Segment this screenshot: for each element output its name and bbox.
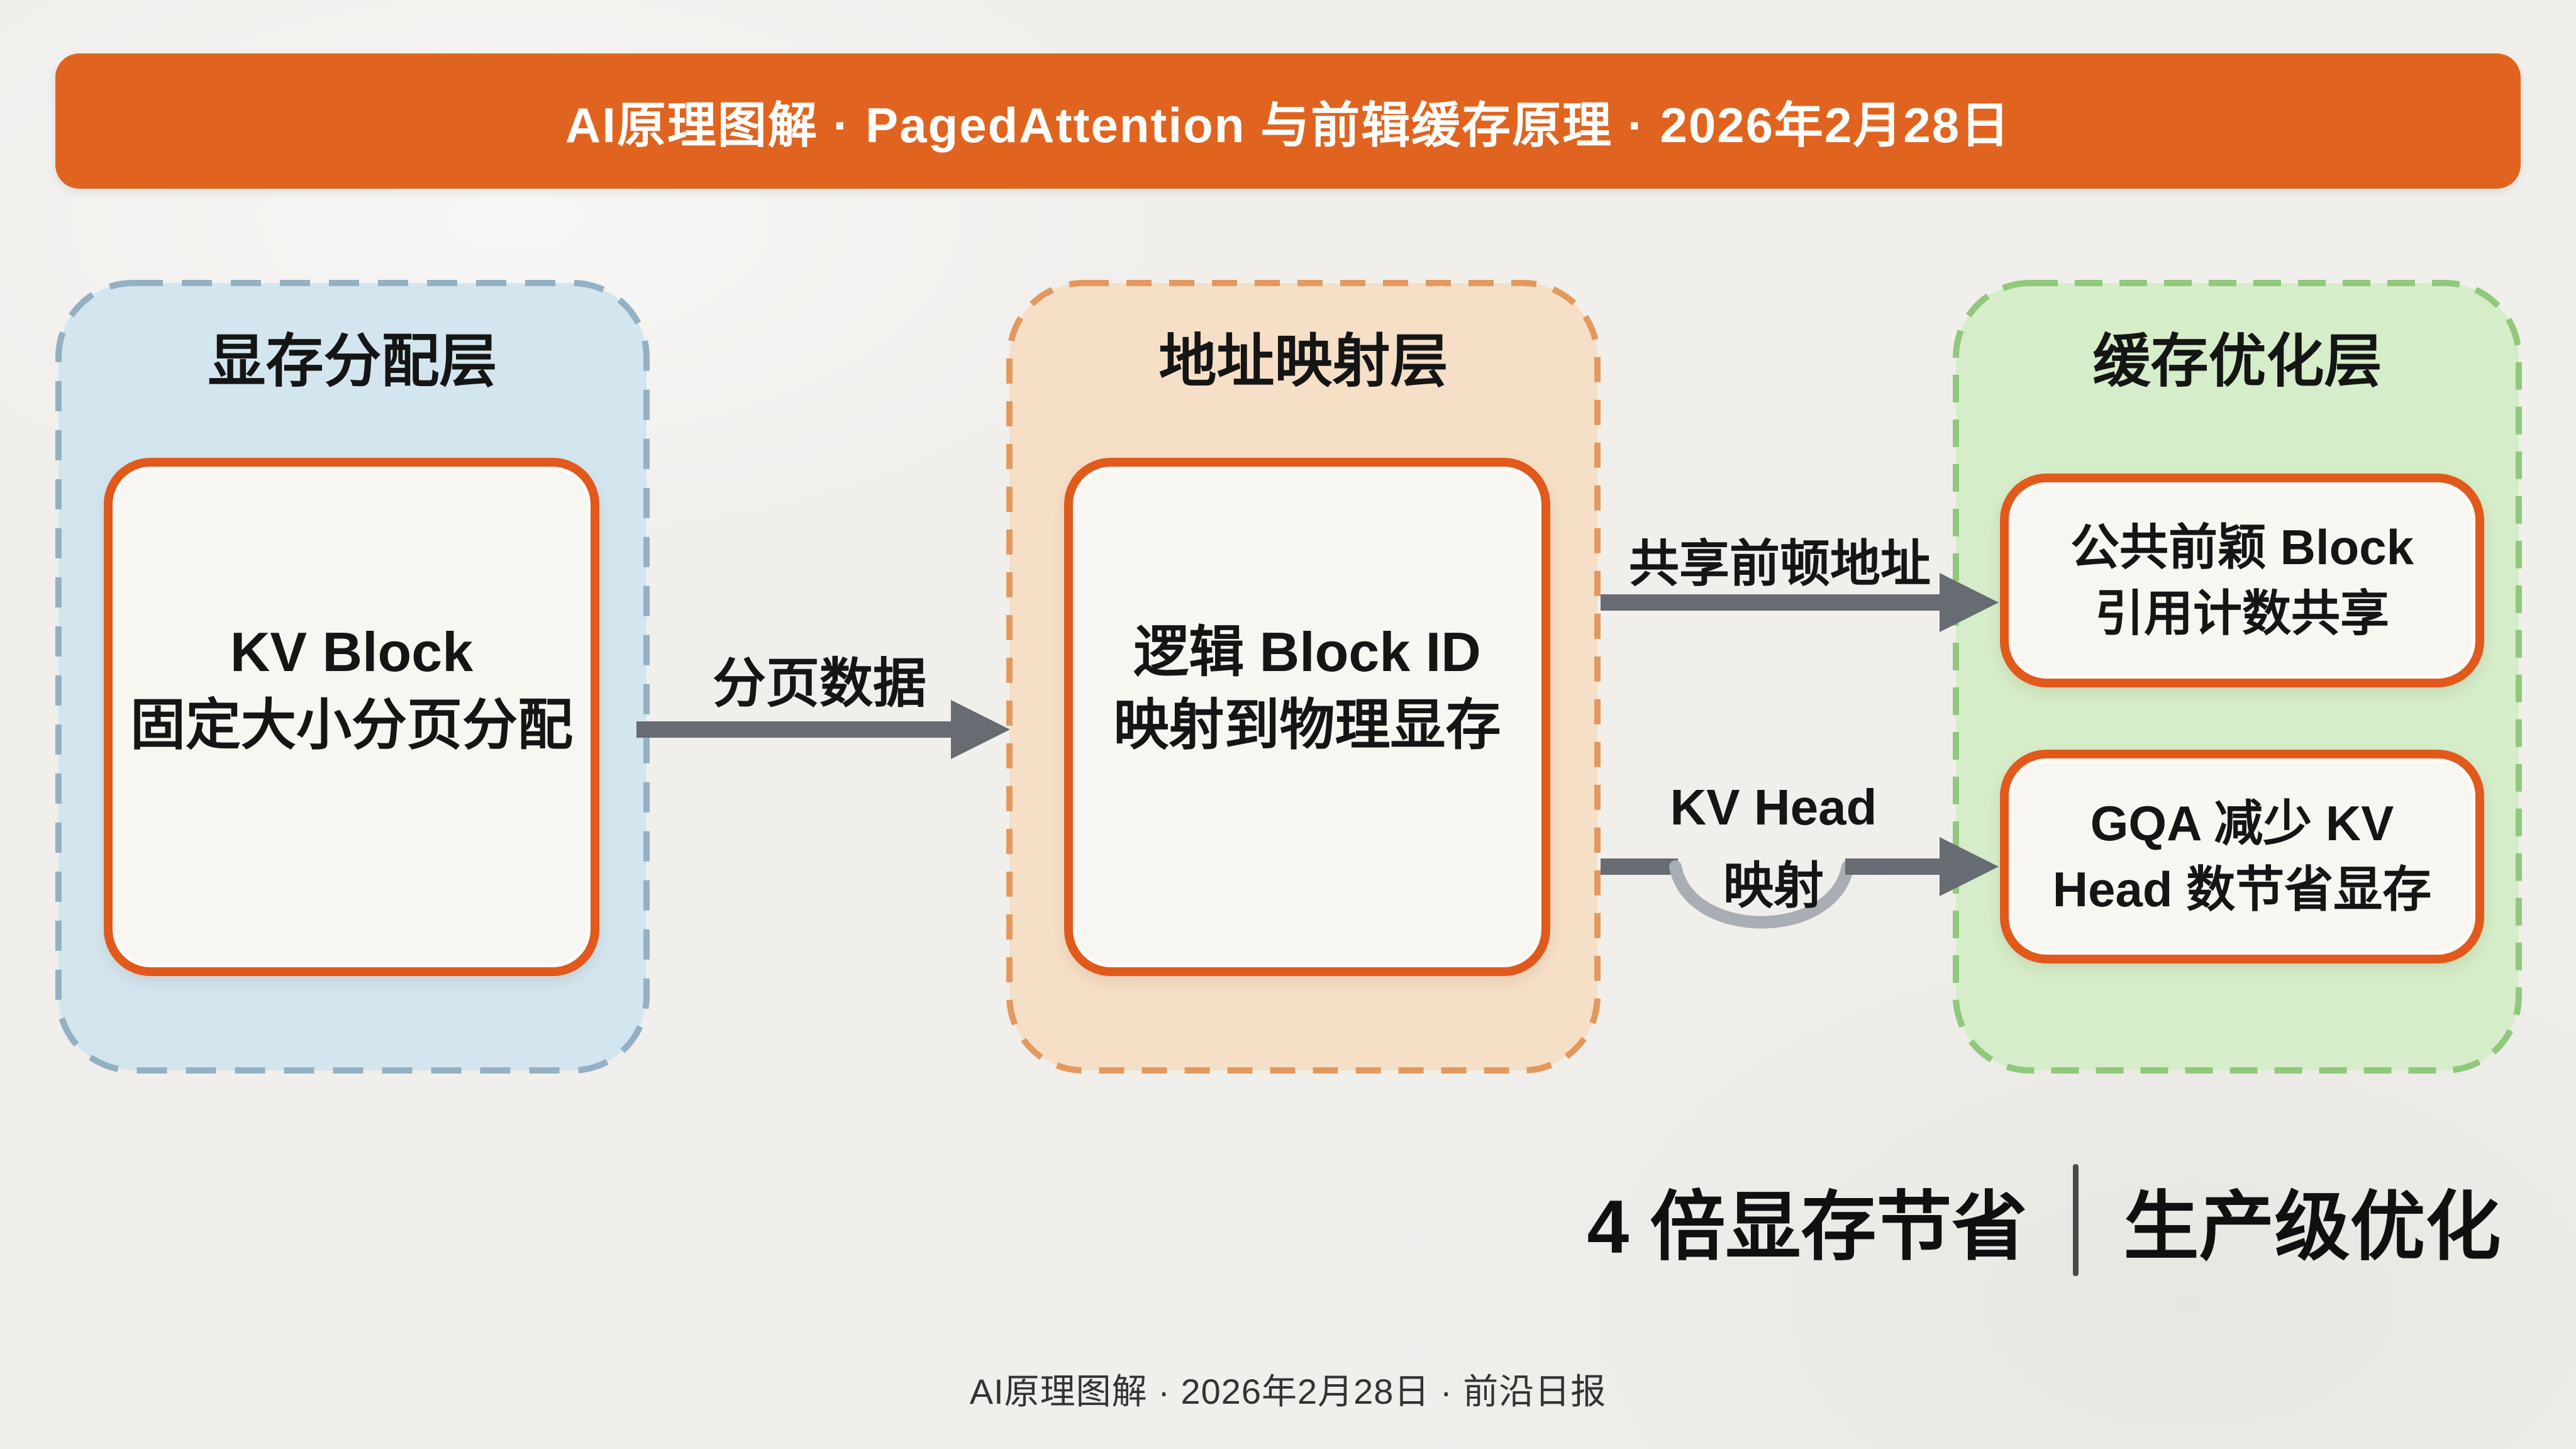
stats-production-grade: 生产级优化: [2123, 1185, 2501, 1269]
kv-head-arrow-label-line2: 映射: [1723, 858, 1824, 914]
logical-block-card: 逻辑 Block ID 映射到物理显存: [1064, 458, 1550, 976]
kv-block-card-line1: KV Block: [230, 620, 474, 683]
paging-arrow-label: 分页数据: [712, 654, 926, 714]
gqa-card-line2: Head 数节省显存: [2052, 862, 2432, 917]
title-banner: AI原理图解 · PagedAttention 与前辑缓存原理 · 2026年2…: [55, 53, 2521, 189]
stats-divider: [2072, 1164, 2079, 1276]
mapping-layer-title: 地址映射层: [1158, 330, 1448, 394]
kv-block-card: KV Block 固定大小分页分配: [104, 458, 599, 976]
memory-layer-title: 显存分配层: [208, 330, 497, 394]
kv-head-arrow-dip: [1669, 860, 1854, 929]
kv-head-arrow-label-line1: KV Head: [1670, 779, 1877, 835]
paging-arrow: [636, 700, 1010, 759]
shared-prefix-card-line1: 公共前颖 Block: [2070, 519, 2414, 575]
prefix-arrow: [1601, 573, 1999, 632]
kv-block-card-line2: 固定大小分页分配: [130, 694, 573, 756]
logical-block-card-line1: 逻辑 Block ID: [1133, 620, 1481, 683]
shared-prefix-card: 公共前颖 Block 引用计数共享: [2000, 474, 2484, 687]
stats-row: 4 倍显存节省 生产级优化: [1553, 1163, 2534, 1277]
gqa-card-line1: GQA 减少 KV: [2090, 795, 2394, 851]
cache-layer-title: 缓存优化层: [2092, 330, 2382, 394]
logical-block-card-line2: 映射到物理显存: [1113, 694, 1501, 756]
kv-head-arrow: [1601, 837, 1999, 929]
banner-title: AI原理图解 · PagedAttention 与前辑缓存原理 · 2026年2…: [565, 97, 2011, 153]
stats-memory-saving: 4 倍显存节省: [1587, 1185, 2028, 1269]
shared-prefix-card-line2: 引用计数共享: [2094, 586, 2389, 641]
gqa-card: GQA 减少 KV Head 数节省显存: [2000, 750, 2484, 963]
prefix-arrow-label: 共享前顿地址: [1629, 536, 1931, 592]
footer-caption: AI原理图解 · 2026年2月28日 · 前沿日报: [969, 1372, 1607, 1411]
